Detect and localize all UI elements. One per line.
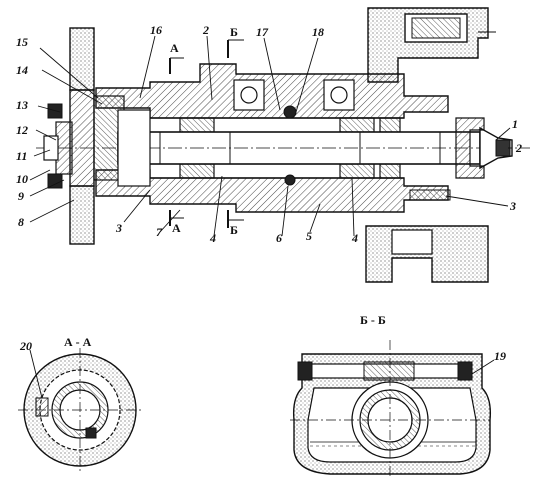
pulley: [43, 27, 151, 245]
main-section-view: 15 14 13 12 11 10 9 8 16 2 17 18 1 2 3 3…: [16, 7, 530, 283]
callout-5: 5: [306, 229, 312, 243]
section-title-b-b: Б - Б: [360, 313, 386, 327]
callout-6: 6: [276, 231, 282, 245]
section-mark-a-top: А: [170, 41, 179, 55]
callout-19: 19: [494, 349, 506, 363]
callout-15: 15: [16, 35, 28, 49]
callout-3-left: 3: [115, 221, 122, 235]
section-mark-b-top: Б: [230, 25, 238, 39]
section-mark-a-bottom: А: [172, 221, 181, 235]
spindle-shaft: [36, 126, 530, 170]
callout-18: 18: [312, 25, 324, 39]
frame-upper-bracket: [367, 7, 496, 83]
callout-7: 7: [156, 225, 163, 239]
callout-2-right: 2: [515, 141, 522, 155]
section-a-a-view: А - А 20: [18, 335, 142, 472]
callout-3-right: 3: [509, 199, 516, 213]
section-title-a-a: А - А: [64, 335, 92, 349]
callout-11: 11: [16, 149, 27, 163]
callout-2-top: 2: [202, 23, 209, 37]
leader-lines: [29, 35, 512, 237]
section-markers: [169, 39, 244, 228]
right-end-cap: [409, 117, 485, 201]
section-b-b-view: Б - Б 19: [290, 313, 506, 478]
callout-17: 17: [256, 25, 269, 39]
callout-10: 10: [16, 172, 28, 186]
callout-1: 1: [512, 117, 518, 131]
callout-12: 12: [16, 123, 28, 137]
section-mark-b-bottom: Б: [230, 223, 238, 237]
callout-20: 20: [19, 339, 32, 353]
callout-13: 13: [16, 98, 28, 112]
frame-lower-bracket: [365, 225, 489, 283]
callout-9: 9: [18, 189, 24, 203]
callout-4-right: 4: [351, 231, 358, 245]
callout-4-left: 4: [209, 231, 216, 245]
callout-8: 8: [18, 215, 24, 229]
callout-16: 16: [150, 23, 162, 37]
callout-14: 14: [16, 63, 28, 77]
